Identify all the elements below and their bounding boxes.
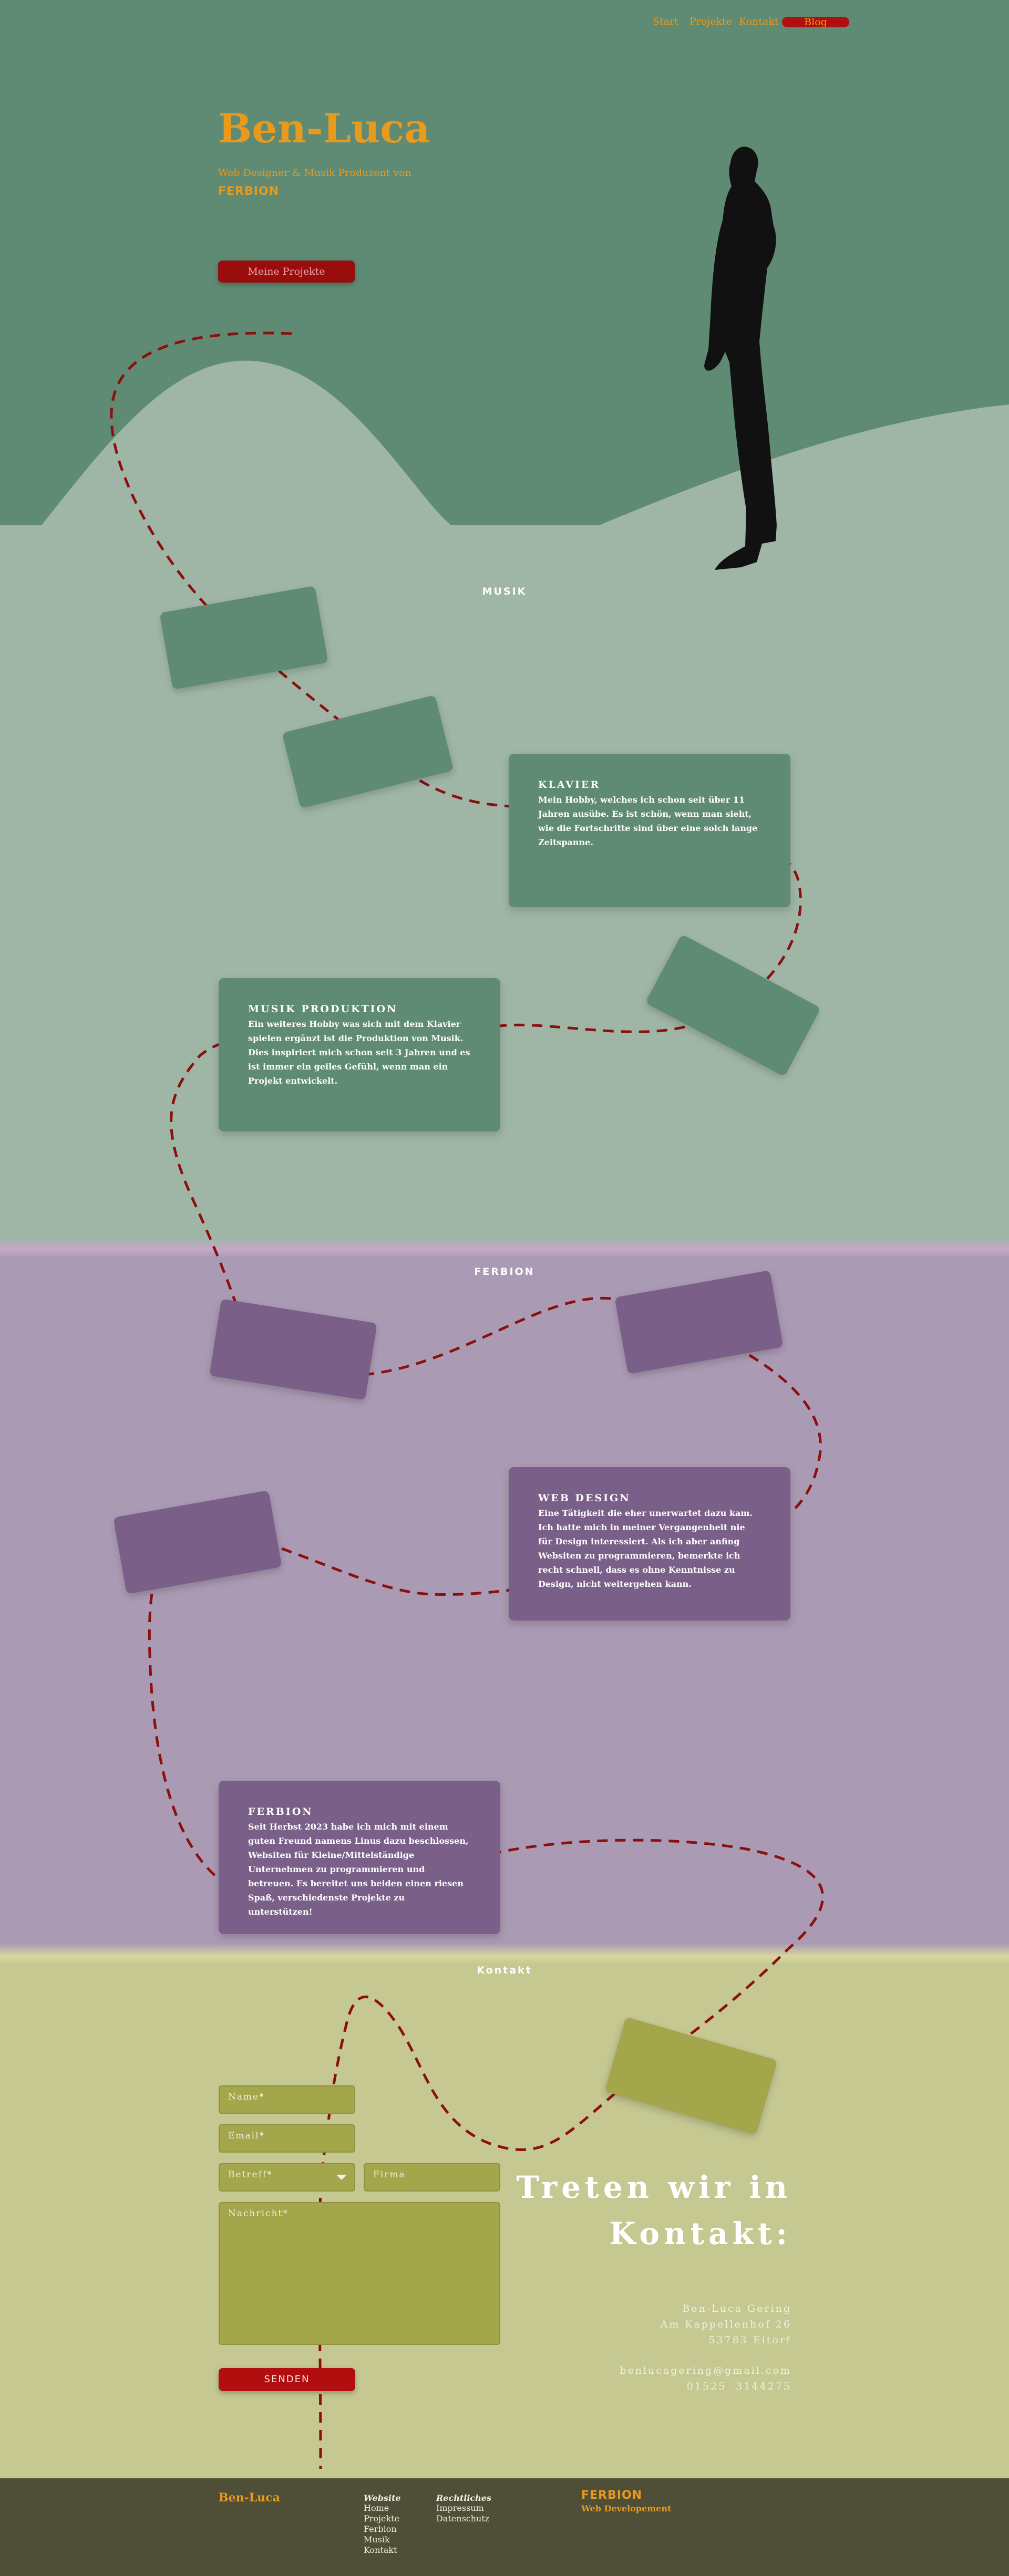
footer-ferbion-logo: FERBION: [581, 2489, 643, 2502]
card-title: FERBION: [248, 1806, 313, 1817]
musik-produktion-card: MUSIK PRODUKTION Ein weiteres Hobby was …: [219, 978, 500, 1131]
firma-field[interactable]: Firma: [364, 2163, 500, 2191]
footer-legal-column: Rechtliches Impressum Datenschutz: [436, 2493, 491, 2524]
nachricht-textarea[interactable]: Nachricht*: [219, 2202, 500, 2345]
card-text: Ein weiteres Hobby was sich mit dem Klav…: [248, 1019, 470, 1086]
betreff-select[interactable]: Betreff*: [219, 2163, 355, 2191]
kontakt-heading-line2: Kontakt:: [609, 2216, 791, 2251]
footer-brand: Ben-Luca: [219, 2491, 280, 2505]
kontakt-section-title: Kontakt: [477, 1965, 532, 1976]
footer: [0, 2478, 1009, 2576]
address-street: Am Kappellenhof 26: [660, 2319, 791, 2330]
card-title: KLAVIER: [538, 779, 601, 791]
ferbion-section-title: FERBION: [474, 1266, 535, 1277]
footer-website-heading: Website: [364, 2493, 401, 2503]
hero-subtitle: Web Designer & Musik Produzent von: [218, 167, 411, 179]
email-field[interactable]: Email*: [219, 2124, 355, 2153]
card-title: WEB DESIGN: [538, 1492, 631, 1504]
footer-website-column: Website Home Projekte Ferbion Musik Kont…: [364, 2493, 401, 2556]
footer-link-datenschutz[interactable]: Datenschutz: [436, 2513, 490, 2523]
ferbion-section: [0, 1248, 1009, 1970]
nav-start[interactable]: Start: [653, 16, 678, 27]
section-divider: [0, 1944, 1009, 1965]
footer-link-kontakt[interactable]: Kontakt: [364, 2545, 397, 2555]
name-field[interactable]: Name*: [219, 2085, 355, 2114]
musik-section-title: MUSIK: [482, 586, 527, 597]
footer-legal-heading: Rechtliches: [436, 2493, 491, 2503]
contact-details: benlucagering@gmail.com 01525 3144275: [526, 2363, 791, 2394]
meine-projekte-button[interactable]: Meine Projekte: [218, 261, 355, 283]
footer-ferbion-subtitle: Web Developement: [581, 2504, 672, 2513]
hero-title: Ben-Luca: [218, 105, 430, 152]
card-text: Seit Herbst 2023 habe ich mich mit einem…: [248, 1822, 469, 1917]
contact-phone[interactable]: 01525 3144275: [686, 2381, 791, 2392]
ferbion-logo: FERBION: [218, 185, 280, 198]
senden-button[interactable]: SENDEN: [219, 2368, 355, 2391]
card-title: MUSIK PRODUKTION: [248, 1003, 398, 1015]
footer-link-ferbion[interactable]: Ferbion: [364, 2524, 397, 2534]
chevron-down-icon: [336, 2175, 347, 2180]
web-design-card: WEB DESIGN Eine Tätigkeit die eher unerw…: [509, 1467, 790, 1621]
address-name: Ben-Luca Gering: [682, 2303, 791, 2314]
person-silhouette-image: [704, 147, 777, 570]
footer-link-home[interactable]: Home: [364, 2503, 389, 2513]
address-block: Ben-Luca Gering Am Kappellenhof 26 53783…: [526, 2301, 791, 2348]
kontakt-heading-line1: Treten wir in: [516, 2169, 791, 2205]
kontakt-section: [0, 1951, 1009, 2479]
card-text: Mein Hobby, welches ich schon seit über …: [538, 795, 758, 847]
card-text: Eine Tätigkeit die eher unerwartet dazu …: [538, 1508, 753, 1589]
klavier-card: KLAVIER Mein Hobby, welches ich schon se…: [509, 754, 790, 907]
footer-link-projekte[interactable]: Projekte: [364, 2513, 400, 2523]
ferbion-card: FERBION Seit Herbst 2023 habe ich mich m…: [219, 1781, 500, 1934]
footer-link-musik[interactable]: Musik: [364, 2535, 390, 2544]
nav-blog-button[interactable]: Blog: [782, 17, 849, 27]
nav-kontakt[interactable]: Kontakt: [739, 16, 779, 27]
nav-projekte[interactable]: Projekte: [689, 16, 732, 27]
contact-email[interactable]: benlucagering@gmail.com: [620, 2365, 791, 2376]
section-divider: [0, 1237, 1009, 1258]
kontakt-heading: Treten wir in Kontakt:: [504, 2164, 791, 2257]
betreff-label: Betreff*: [228, 2169, 273, 2180]
footer-link-impressum[interactable]: Impressum: [436, 2503, 484, 2513]
address-city: 53783 Eitorf: [708, 2334, 791, 2346]
